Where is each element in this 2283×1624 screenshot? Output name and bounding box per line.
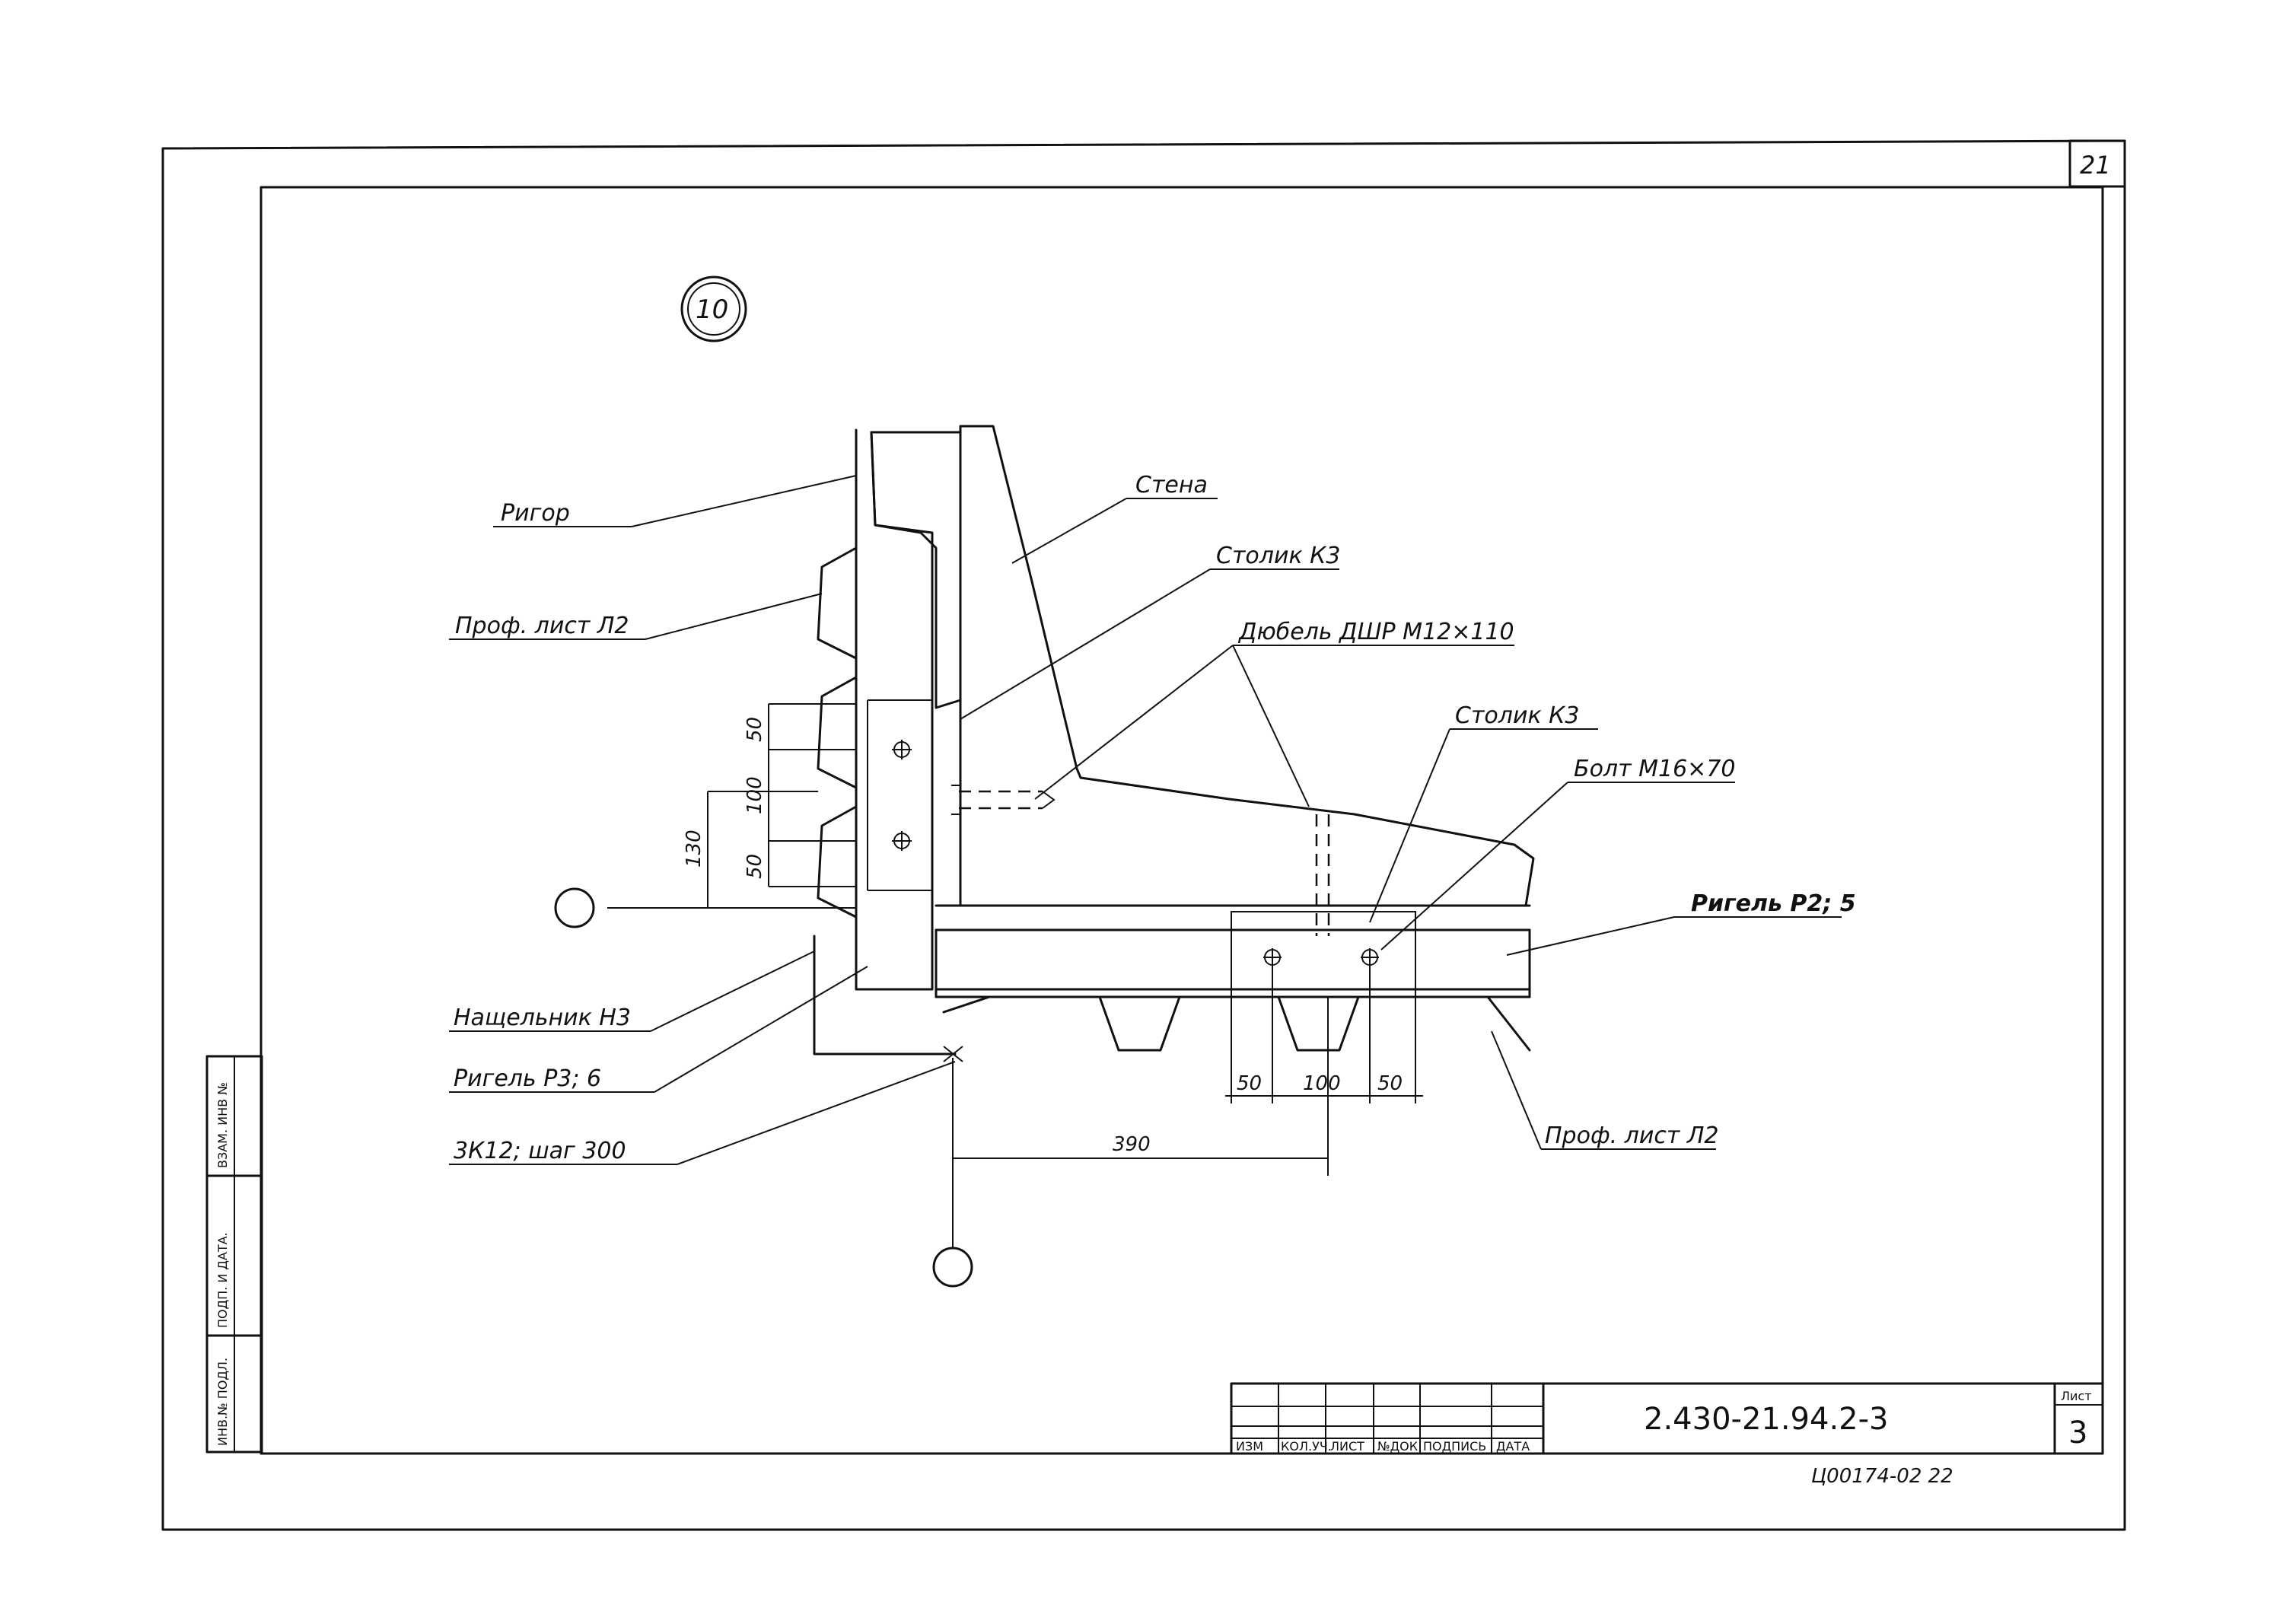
stamp-cell-vzam: ВЗАМ. ИНВ № (215, 1082, 230, 1168)
axis-marker-left (554, 887, 595, 928)
dim-h-50-right: 50 (1377, 1072, 1403, 1095)
side-stamp: ВЗАМ. ИНВ № ПОДП. И ДАТА. ИНВ.№ ПОДЛ. (205, 1055, 263, 1454)
document-code: 2.430-21.94.2-3 (1644, 1402, 1889, 1437)
horizontal-dimensions: 50 100 50 390 (953, 966, 1423, 1176)
inner-frame (260, 186, 2104, 1455)
label-prof-list-right: Проф. лист Л2 (1545, 1122, 1719, 1149)
tb-col-ndok: №ДОК (1377, 1439, 1419, 1454)
axis-marker-bottom (932, 1247, 973, 1288)
detail-number: 10 (696, 295, 728, 325)
dim-v-100: 100 (743, 776, 766, 814)
label-rigel-p2: Ригель Р2; 5 (1691, 890, 1856, 917)
tb-col-list: ЛИСТ (1330, 1439, 1364, 1454)
vertical-dimensions: 50 100 50 130 (683, 703, 856, 908)
label-ripor: Ригор (501, 500, 570, 527)
profiled-sheet-bottom (942, 995, 1531, 1052)
dim-v-50-top: 50 (743, 717, 766, 742)
bracket-k3-lower (1231, 911, 1416, 998)
label-nashchelnik: Нащельник Н3 (454, 1005, 631, 1031)
title-block: ИЗМ КОЛ.УЧ. ЛИСТ №ДОК ПОДПИСЬ ДАТА 2.430… (1230, 1382, 2104, 1455)
outer-frame (161, 139, 2126, 1531)
label-rigel-p3: Ригель Р3; 6 (454, 1065, 601, 1092)
insulation (870, 431, 962, 709)
beam-p2 (935, 904, 1531, 998)
leaders (449, 475, 1842, 1165)
dim-v-50-bottom: 50 (743, 854, 766, 879)
stamp-cell-inv: ИНВ.№ ПОДЛ. (215, 1358, 230, 1446)
label-dyubel: Дюбель ДШР М12×110 (1237, 619, 1514, 645)
tb-col-data: ДАТА (1496, 1439, 1530, 1454)
dim-h-50-left: 50 (1237, 1072, 1262, 1095)
archive-code: Ц00174-02 22 (1811, 1465, 1953, 1488)
sheet-label: Лист (2061, 1389, 2092, 1403)
tb-col-izm: ИЗМ (1236, 1439, 1263, 1454)
label-stolik-lower: Столик К3 (1455, 702, 1580, 729)
dim-h-390: 390 (1113, 1133, 1151, 1156)
wall-concrete (959, 425, 1535, 907)
label-weld: 3К12; шаг 300 (454, 1138, 626, 1164)
label-stena: Стена (1135, 472, 1208, 498)
detail-marker: 10 (680, 275, 747, 342)
tb-col-kolch: КОЛ.УЧ. (1281, 1439, 1332, 1454)
label-stolik-upper: Столик К3 (1216, 543, 1341, 569)
stamp-cell-podp: ПОДП. И ДАТА. (215, 1232, 230, 1328)
dim-v-130: 130 (683, 830, 705, 868)
flashing-n3 (813, 935, 957, 1056)
label-bolt: Болт М16×70 (1574, 756, 1736, 782)
dowel (959, 790, 1043, 810)
corner-number-box: 21 (2068, 139, 2126, 188)
corner-number: 21 (2080, 151, 2111, 180)
dim-h-100: 100 (1303, 1072, 1341, 1095)
sheet-number: 3 (2068, 1415, 2087, 1450)
label-prof-list-left: Проф. лист Л2 (455, 613, 629, 639)
profiled-sheet-left (817, 546, 858, 919)
riser-post (855, 428, 934, 991)
tb-col-podpis: ПОДПИСЬ (1423, 1439, 1486, 1454)
